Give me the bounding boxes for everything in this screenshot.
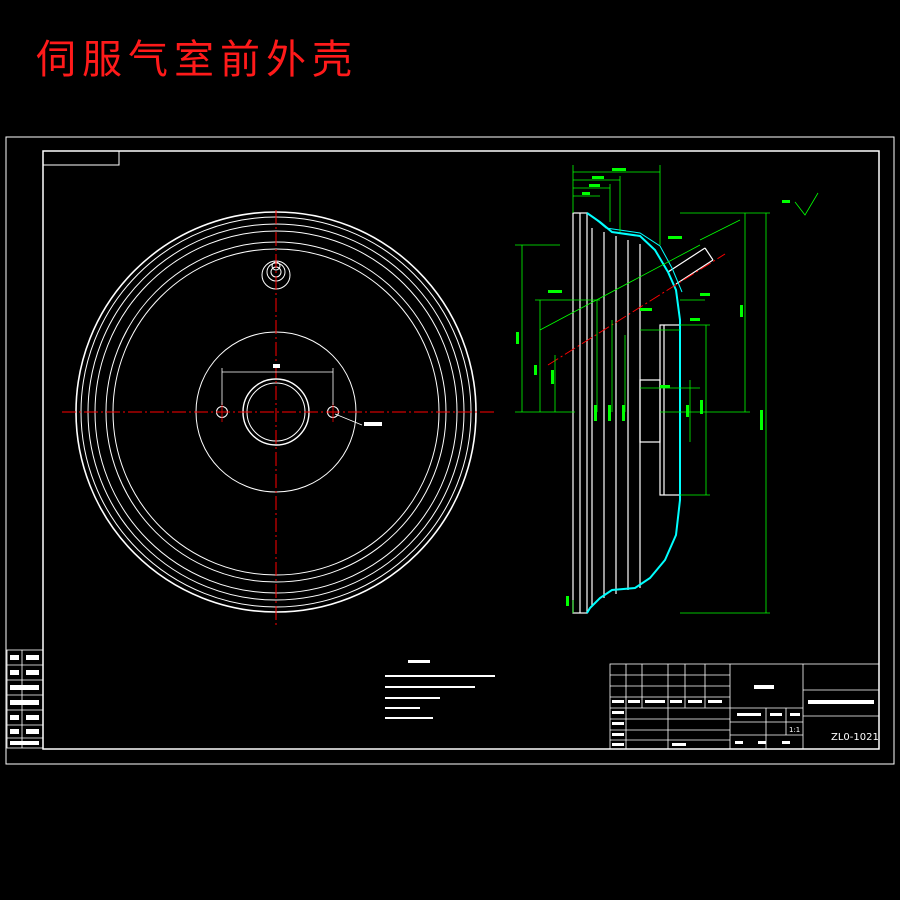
front-view-hole-centerlines [221,402,334,422]
section-dimension-text [516,168,790,606]
left-margin-table [6,649,44,749]
section-shell-profile [586,212,681,614]
sheet-outer-border [5,136,895,765]
technical-notes [385,660,495,719]
section-shell-inner [593,217,683,293]
drawing-scale: 1:1 [789,726,800,734]
corner-code-box [42,150,120,166]
section-centerlines [547,253,726,366]
sheet-inner-frame [42,150,880,750]
section-dimensions [515,165,819,614]
title-block-marks [612,685,874,746]
front-view-dimensions [221,368,363,426]
page-title: 伺服气室前外壳 [36,37,358,83]
front-view-centerlines [62,210,494,625]
drawing-number: ZL0-1021 [831,732,879,743]
title-block [609,663,880,750]
left-margin-marks [10,655,39,745]
front-view-dimension-text [273,364,382,426]
